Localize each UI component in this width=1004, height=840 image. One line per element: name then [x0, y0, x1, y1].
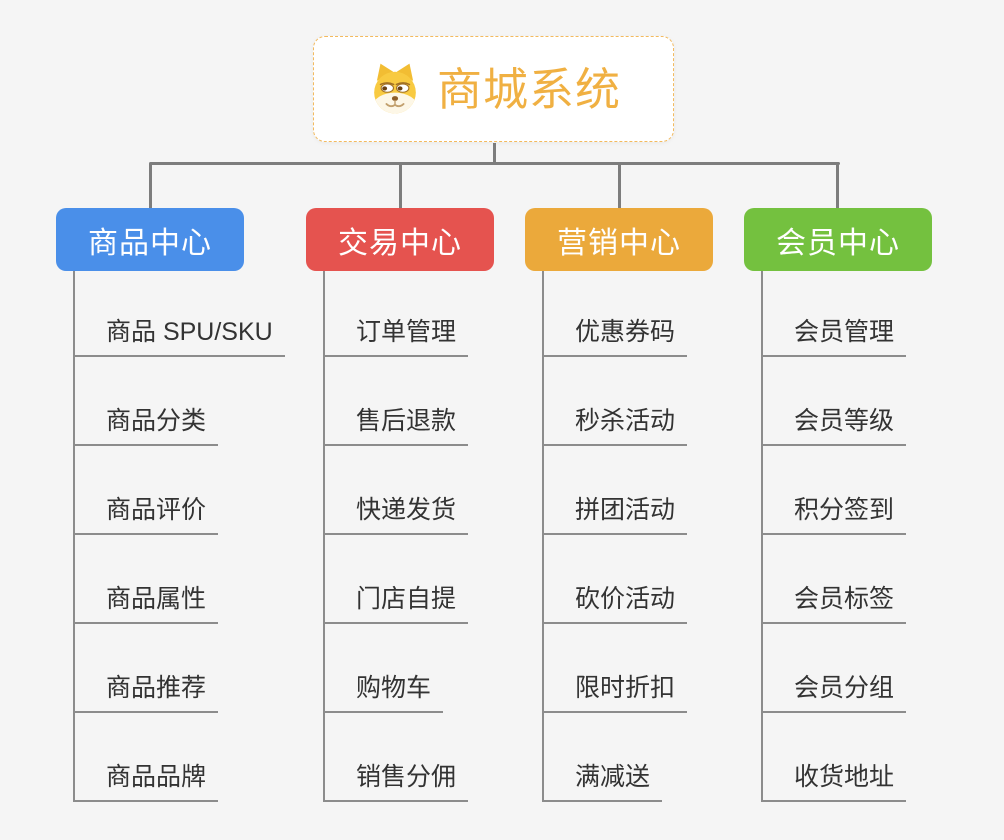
leaf-flash-sale[interactable]: 秒杀活动: [542, 396, 688, 446]
branch-product-center: 商品中心 商品 SPU/SKU 商品分类 商品评价 商品属性 商品推荐 商品品牌: [56, 208, 286, 802]
leaf-member-group[interactable]: 会员分组: [761, 663, 907, 713]
connector-drop-trade: [399, 164, 402, 208]
leaf-product-spu-sku[interactable]: 商品 SPU/SKU: [73, 307, 285, 357]
branch-leaf-line: [542, 271, 544, 801]
branch-leaf-line: [761, 271, 763, 801]
leaf-express-ship[interactable]: 快递发货: [323, 485, 469, 535]
leaf-order-manage[interactable]: 订单管理: [323, 307, 469, 357]
root-node-mall-system[interactable]: 商城系统: [313, 36, 674, 142]
leaf-product-brand[interactable]: 商品品牌: [73, 752, 219, 802]
branch-node-marketing-center[interactable]: 营销中心: [525, 208, 713, 271]
leaf-points-checkin[interactable]: 积分签到: [761, 485, 907, 535]
leaf-coupon-code[interactable]: 优惠券码: [542, 307, 688, 357]
leaf-store-pickup[interactable]: 门店自提: [323, 574, 469, 624]
leaf-member-manage[interactable]: 会员管理: [761, 307, 907, 357]
leaf-full-reduction[interactable]: 满减送: [542, 752, 663, 802]
leaf-product-attr[interactable]: 商品属性: [73, 574, 219, 624]
leaf-shopping-cart[interactable]: 购物车: [323, 663, 444, 713]
leaf-after-sale[interactable]: 售后退款: [323, 396, 469, 446]
branch-marketing-center: 营销中心 优惠券码 秒杀活动 拼团活动 砍价活动 限时折扣 满减送: [525, 208, 755, 802]
branch-leaf-line: [73, 271, 75, 801]
branch-member-center: 会员中心 会员管理 会员等级 积分签到 会员标签 会员分组 收货地址: [744, 208, 974, 802]
leaf-time-discount[interactable]: 限时折扣: [542, 663, 688, 713]
branch-node-member-center[interactable]: 会员中心: [744, 208, 932, 271]
branch-connector-rail: [149, 162, 840, 165]
connector-drop-marketing: [618, 164, 621, 208]
leaf-product-recommend[interactable]: 商品推荐: [73, 663, 219, 713]
branch-trade-center: 交易中心 订单管理 售后退款 快递发货 门店自提 购物车 销售分佣: [306, 208, 536, 802]
branch-node-product-center[interactable]: 商品中心: [56, 208, 244, 271]
leaf-product-category[interactable]: 商品分类: [73, 396, 219, 446]
root-title: 商城系统: [436, 63, 621, 115]
leaf-member-tag[interactable]: 会员标签: [761, 574, 907, 624]
connector-drop-member: [836, 164, 839, 208]
leaf-sales-commission[interactable]: 销售分佣: [323, 752, 469, 802]
leaf-shipping-address[interactable]: 收货地址: [761, 752, 907, 802]
leaf-product-review[interactable]: 商品评价: [73, 485, 219, 535]
leaf-bargain[interactable]: 砍价活动: [542, 574, 688, 624]
leaf-member-level[interactable]: 会员等级: [761, 396, 907, 446]
root-connector-stub: [493, 143, 496, 164]
connector-drop-product: [149, 164, 152, 208]
doge-icon: [374, 63, 416, 114]
branch-node-trade-center[interactable]: 交易中心: [306, 208, 494, 271]
leaf-group-buy[interactable]: 拼团活动: [542, 485, 688, 535]
branch-leaf-line: [323, 271, 325, 801]
